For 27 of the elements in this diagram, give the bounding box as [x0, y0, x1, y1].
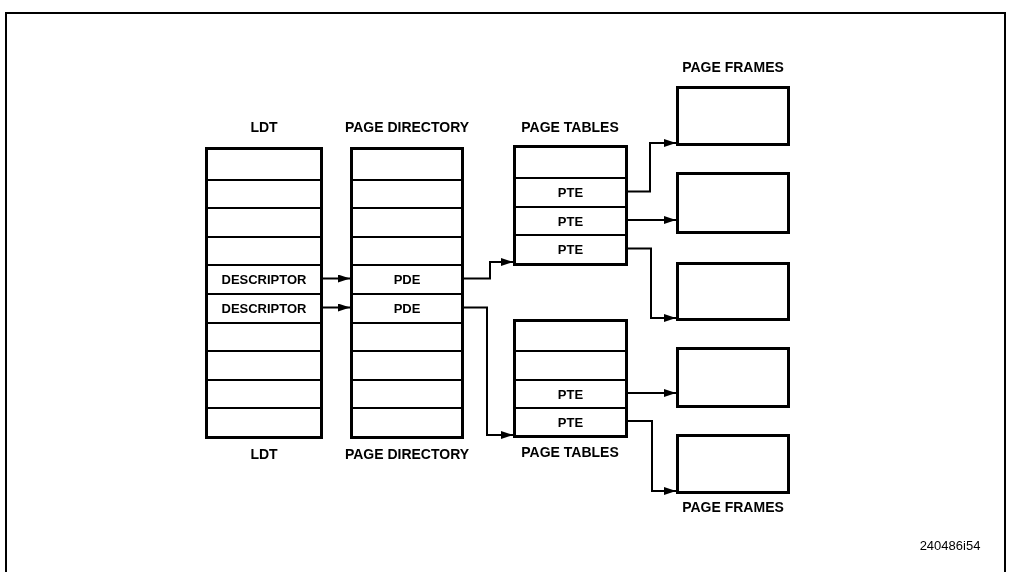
column-heading: PAGE TABLES: [521, 445, 619, 459]
page-frame-box: [676, 86, 790, 146]
arrow: [322, 274, 351, 283]
page-frame-box: [676, 347, 790, 408]
figure-number: 240486i54: [919, 539, 981, 552]
arrow: [627, 389, 677, 397]
arrow: [627, 216, 677, 224]
column-heading: LDT: [250, 447, 278, 461]
table-box: [205, 147, 323, 439]
page-frame-box: [676, 172, 790, 234]
column-heading: PAGE FRAMES: [682, 60, 784, 74]
column-heading: PAGE TABLES: [521, 120, 619, 134]
column-heading: PAGE DIRECTORY: [344, 447, 470, 461]
table-box: [513, 319, 628, 438]
table-box: [513, 145, 628, 266]
arrow: [463, 306, 514, 439]
column-heading: PAGE FRAMES: [682, 500, 784, 514]
arrow: [627, 420, 677, 495]
arrow: [463, 258, 514, 280]
page-frame-box: [676, 434, 790, 494]
table-box: [350, 147, 464, 439]
page-frame-box: [676, 262, 790, 321]
arrow: [322, 303, 351, 312]
column-heading: LDT: [250, 120, 278, 134]
arrow: [627, 139, 677, 193]
arrow: [627, 247, 677, 322]
column-heading: PAGE DIRECTORY: [344, 120, 470, 134]
